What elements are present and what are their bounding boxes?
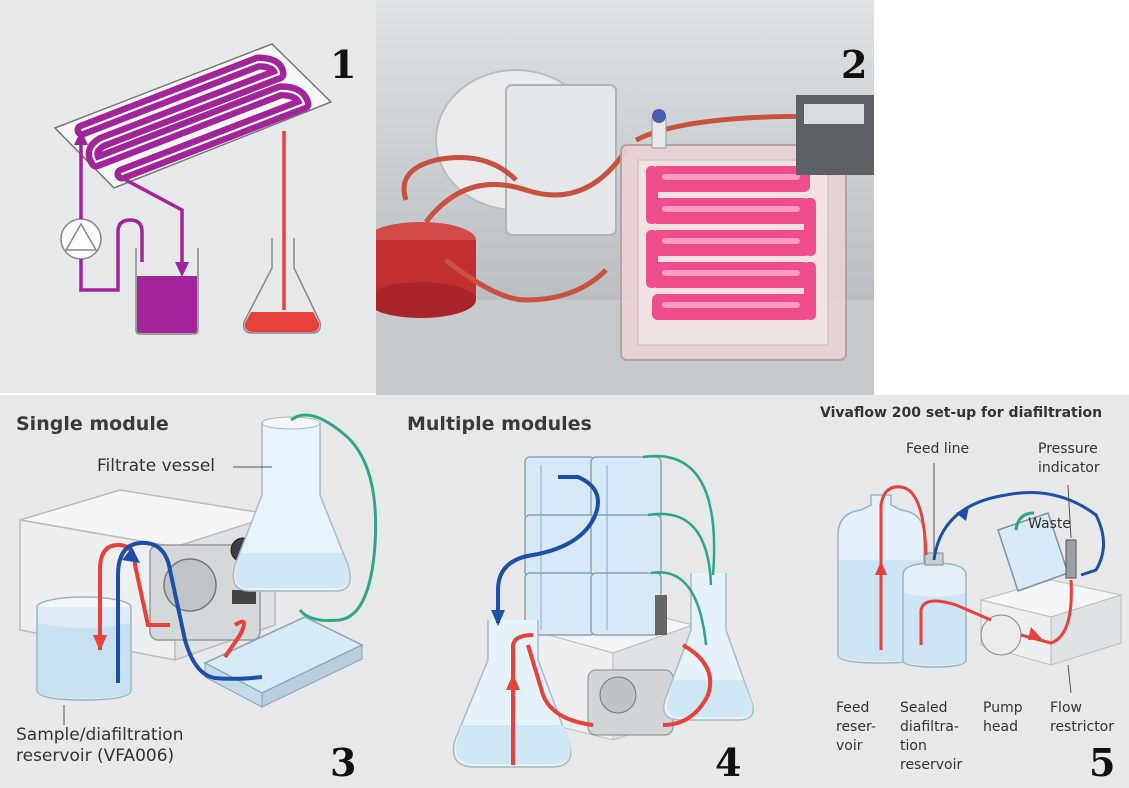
filtration-module-side (261, 644, 363, 708)
label-waste: Waste (1028, 516, 1071, 532)
pressure-indicator (1065, 539, 1077, 579)
retentate-arrow-up (74, 130, 88, 145)
label-flow-restrictor: Flow restrictor (1050, 699, 1114, 737)
panel-3-single-module: Single module Filtrate vessel Sample/dia… (0, 395, 393, 788)
feed-line-red (879, 485, 928, 650)
label-feed-res-3: voir (836, 738, 863, 754)
label-pressure-1: Pressure (1038, 441, 1098, 457)
pump-triangle (64, 222, 98, 251)
filtrate-vessel (232, 422, 351, 592)
red-reservoir-bottom (376, 282, 476, 318)
retentate-lines (79, 140, 184, 292)
red-arrow (93, 635, 107, 651)
label-sealed-3: tion (900, 738, 927, 754)
panel-2-photo: 2 (376, 0, 874, 395)
label-pump-2: head (983, 719, 1018, 735)
panel-number-5: 5 (1089, 740, 1116, 785)
label-feed-line: Feed line (906, 441, 970, 457)
label-sample-line2: reservoir (VFA006) (16, 746, 175, 766)
panel-number-4: 4 (715, 740, 742, 785)
pressure-gauge (655, 595, 667, 635)
blue-arrow-down (491, 610, 505, 626)
filtrate-vessel-rim (261, 416, 321, 430)
connector-cap (652, 109, 666, 123)
filtrate-lines-green (642, 454, 716, 646)
module-channel-lines (540, 465, 608, 630)
blue-arrow (956, 507, 969, 521)
diafiltration-setup-illustration (837, 463, 1123, 694)
label-pressure-2: indicator (1038, 460, 1100, 476)
filtrate-vessel-liquid (234, 553, 350, 588)
sealed-reservoir-liquid (904, 593, 965, 665)
pump-switch (232, 590, 256, 604)
panel-number-1: 1 (330, 42, 357, 87)
multiple-modules-illustration (452, 454, 754, 768)
label-sealed-4: reservoir (900, 757, 963, 773)
panel-3-title: Single module (16, 413, 169, 435)
label-sealed-reservoir: Sealed diafiltra- tion reservoir (900, 699, 962, 775)
label-sealed-2: diafiltra- (900, 719, 959, 735)
feed-line-blue (116, 540, 263, 683)
label-pump-1: Pump (983, 700, 1023, 716)
label-pressure-indicator: Pressure indicator (1038, 440, 1100, 478)
red-arrow-up (506, 674, 520, 690)
panel-5-title: Vivaflow 200 set-up for diafiltration (820, 405, 1103, 421)
waste-line-green (1014, 511, 1035, 531)
panel-4-multiple-modules: Multiple modules 4 (393, 395, 806, 788)
retentate-liquid (137, 276, 197, 333)
panel-1-schematic: 1 (0, 0, 376, 393)
channel-highlights (662, 174, 800, 308)
panel-number-2: 2 (841, 42, 868, 87)
leader-pressure (1067, 484, 1072, 539)
schematic-flow-diagram (53, 43, 333, 335)
retentate-arrow-down (175, 262, 189, 277)
label-feed-reservoir: Feed reser- voir (836, 699, 876, 756)
glass-beaker-background (505, 84, 617, 236)
right-flask-liquid (666, 680, 753, 717)
label-sealed-1: Sealed (900, 700, 948, 716)
panel-4-title: Multiple modules (407, 413, 592, 435)
sample-reservoir-liquid (38, 623, 130, 698)
label-pump-head: Pump head (983, 699, 1023, 737)
label-feed-res-1: Feed (836, 700, 870, 716)
feed-line-blue (496, 475, 600, 623)
retentate-line-red (919, 579, 1073, 645)
panel-number-3: 3 (330, 740, 357, 785)
label-flow-2: restrictor (1050, 719, 1114, 735)
red-arrow-pump (1028, 627, 1042, 640)
return-line-blue (932, 491, 1105, 577)
pump-rotor (599, 676, 637, 714)
retentate-channel (74, 54, 312, 182)
leader-flow (1067, 664, 1072, 694)
label-sample-reservoir: Sample/diafiltration reservoir (VFA006) (16, 725, 183, 767)
pump-head (980, 614, 1022, 656)
retentate-beaker (135, 248, 199, 335)
panel-5-diafiltration: Vivaflow 200 set-up for diafiltration Fe… (806, 395, 1129, 788)
filtrate-line-green (290, 413, 378, 622)
lab-photo-illustration (376, 0, 874, 395)
label-filtrate-vessel: Filtrate vessel (97, 456, 216, 476)
retentate-line-red (511, 633, 713, 765)
module-stack (524, 456, 662, 636)
filtrate-liquid (244, 312, 320, 332)
equipment-screen (804, 104, 864, 124)
red-arrow-up-feed (875, 561, 887, 575)
label-flow-1: Flow (1050, 700, 1082, 716)
blue-arrow (122, 547, 140, 563)
single-module-illustration (19, 413, 378, 725)
label-feed-res-2: reser- (836, 719, 876, 735)
filtrate-flask (242, 238, 322, 334)
label-sample-line1: Sample/diafiltration (16, 725, 184, 745)
